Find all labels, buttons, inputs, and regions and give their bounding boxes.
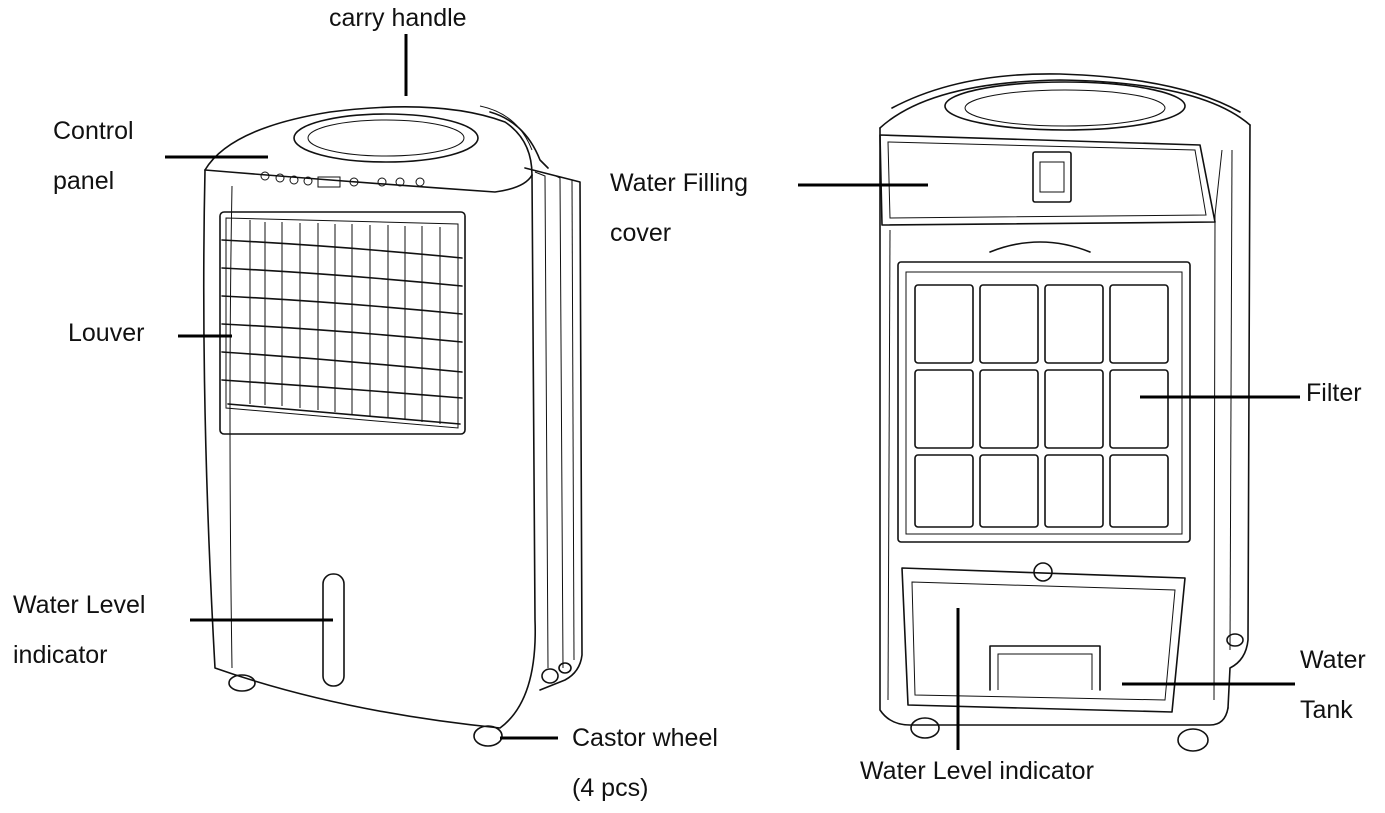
label-carry-handle-text: carry handle (329, 4, 467, 32)
louver-slats (221, 239, 463, 425)
label-water-level-front-line2: indicator (13, 641, 108, 669)
label-water-filling-cover-line1: Water Filling (610, 169, 748, 197)
label-water-filling-cover-line2: cover (610, 219, 672, 247)
water-tank-body (901, 567, 1186, 713)
label-filter-text: Filter (1306, 379, 1362, 407)
label-castor-wheel-line1: Castor wheel (572, 724, 718, 752)
label-water-tank-line1: Water (1300, 646, 1366, 674)
label-carry-handle: carry handle (329, 0, 467, 43)
filter-grid (914, 284, 1169, 528)
label-water-tank-line2: Tank (1300, 696, 1353, 724)
label-control-panel-line1: Control (53, 117, 134, 145)
label-louver: Louver (68, 308, 144, 358)
top-vent-ellipse (293, 113, 479, 163)
label-water-level-front-line1: Water Level (13, 591, 146, 619)
label-water-level-back-text: Water Level indicator (860, 757, 1094, 785)
filter-frame (897, 261, 1191, 543)
back-view-unit (879, 73, 1251, 752)
label-castor-wheel-line2: (4 pcs) (572, 774, 649, 802)
label-control-panel: Control panel (53, 106, 134, 206)
louver-frame (219, 211, 466, 435)
louver-grille (249, 220, 441, 424)
control-buttons (260, 171, 425, 188)
label-water-tank: Water Tank (1300, 635, 1366, 735)
label-castor-wheel: Castor wheel (4 pcs) (572, 713, 718, 813)
label-water-level-back: Water Level indicator (860, 746, 1094, 796)
label-louver-text: Louver (68, 319, 145, 347)
label-water-filling-cover: Water Filling cover (610, 158, 748, 258)
label-water-level-front: Water Level indicator (13, 580, 145, 680)
leader-lines (165, 34, 1300, 750)
label-control-panel-line2: panel (53, 167, 115, 195)
front-view-unit (202, 105, 583, 747)
label-filter: Filter (1306, 368, 1362, 418)
front-water-level-window (322, 573, 345, 687)
